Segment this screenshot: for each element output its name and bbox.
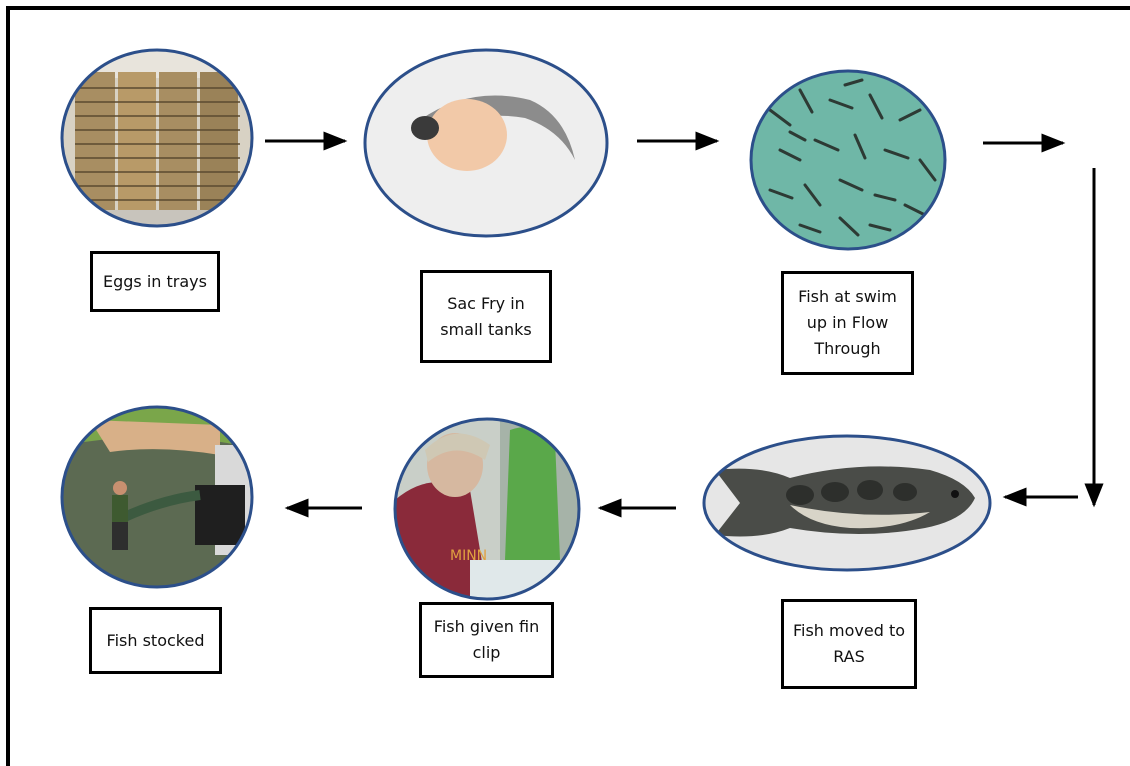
label-fish-moved-to-ras: Fish moved to RAS [781, 599, 917, 689]
ras-trout-photo [700, 434, 995, 574]
label-sac-fry: Sac Fry in small tanks [420, 270, 552, 363]
label-fish-stocked: Fish stocked [89, 607, 222, 674]
fin-clip-photo: MINN [392, 418, 590, 610]
swim-up-photo [748, 68, 950, 254]
eggs-photo [60, 48, 260, 230]
sac-fry-photo [360, 48, 620, 248]
svg-text:MINN: MINN [450, 548, 487, 564]
label-eggs-in-trays: Eggs in trays [90, 251, 220, 312]
fish-stocked-photo [60, 405, 260, 600]
label-fish-at-swim-up: Fish at swim up in Flow Through [781, 271, 914, 375]
label-fish-given-fin-clip: Fish given fin clip [419, 602, 554, 678]
